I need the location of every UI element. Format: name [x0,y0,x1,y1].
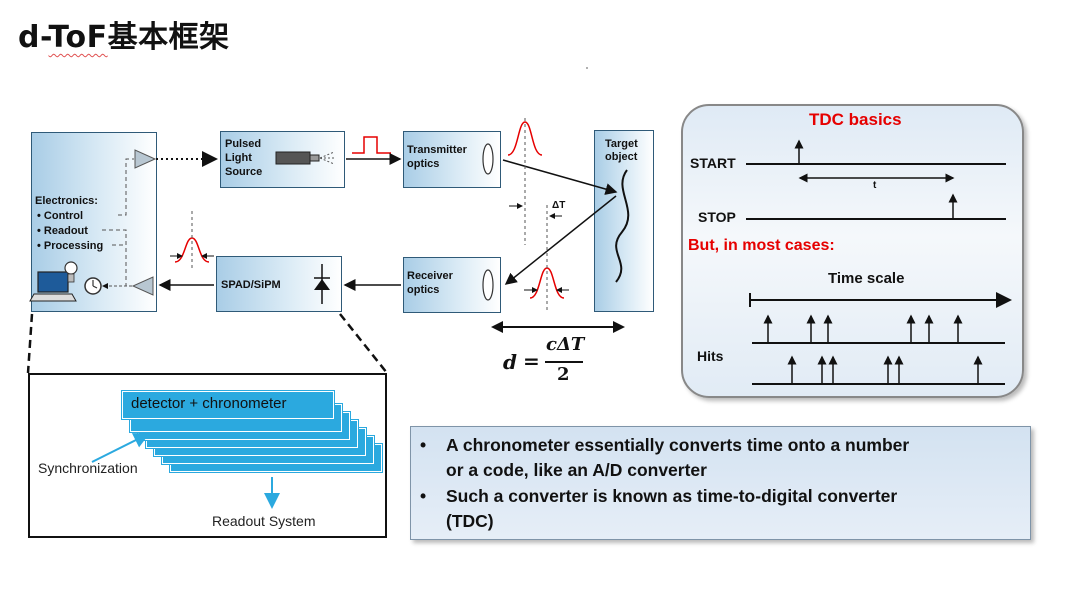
target-line2: object [605,151,638,163]
title-prefix: d- [18,20,49,55]
tdc-title: TDC basics [809,110,902,129]
tdc-t-label: t [873,180,877,191]
transmitter-lens-icon [482,143,494,175]
formula-denominator: 2 [557,364,570,385]
clock-icon [84,277,102,295]
photodiode-icon [314,264,330,304]
electronics-item-label: Processing [43,240,104,252]
page-title: d-ToF基本框架 [18,12,230,56]
bullet-2-marker: • [420,486,427,506]
outgoing-beam-arrow [502,159,618,195]
receiver-line2: optics [407,284,440,296]
bullet-2-line1: Such a converter is known as time-to-dig… [446,486,898,506]
synchronization-arrow-icon [91,433,150,463]
explanation-box [410,426,1031,540]
electronics-item-label: Control [43,210,84,222]
bullet-2-line2: (TDC) [446,511,494,531]
tdc-stop-label: STOP [698,209,736,225]
target-line1: Target [605,138,638,150]
formula-fraction-bar [545,361,583,363]
bullet-1-line1: A chronometer essentially converts time … [446,435,910,455]
electronics-item-label: Readout [43,225,88,237]
transmit-buffer-icon [134,149,157,169]
receiver-lens-icon [482,269,494,301]
light-bulb-icon [64,261,78,283]
readout-dashed-line [102,229,132,287]
distance-formula: d = cΔT 2 [503,334,593,388]
laptop-icon [29,271,77,302]
electronics-item-readout: • Readout [37,225,88,237]
control-dashed-line [118,158,134,216]
hits-row-2-arrows [787,355,983,384]
square-pulse-icon [352,136,391,154]
synchronization-label: Synchronization [38,460,138,476]
formula-lhs: d [503,350,517,374]
delta-t-label: ΔT [552,200,566,211]
pulsed-source-line1: Pulsed [225,138,262,150]
hits-row-1-arrows [763,314,963,343]
pulsed-source-line3: Source [225,166,263,178]
transmitter-line2: optics [407,158,440,170]
formula-eq: = [523,349,540,373]
tdc-but-text: But, in most cases: [688,237,835,254]
bullet-1-line2: or a code, like an A/D converter [446,460,707,480]
target-surface-curve [615,169,630,283]
formula-numerator: cΔT [546,334,585,355]
stack-layer-front [122,391,334,419]
target-object-box [594,130,654,312]
laser-emitter-icon [275,151,336,165]
stray-dot [586,67,588,69]
electronics-heading: Electronics: [35,195,98,207]
detector-chronometer-label: detector + chronometer [131,395,287,412]
receive-buffer-icon [131,276,154,296]
readout-system-label: Readout System [212,513,316,529]
electronics-item-control: • Control [37,210,84,222]
receiver-line1: Receiver [407,270,453,282]
title-tof: ToF [48,20,108,55]
tdc-basics-panel [681,104,1024,398]
tdc-time-scale-label: Time scale [828,270,905,287]
transmitter-line1: Transmitter [407,144,467,156]
outgoing-gaussian-pulse [507,121,543,156]
spad-label: SPAD/SiPM [221,279,281,291]
return-beam-arrow [504,195,617,285]
electronics-item-processing: • Processing [37,240,104,252]
tdc-start-label: START [690,155,736,171]
zoom-line-left [26,313,34,374]
title-suffix: 基本框架 [107,20,230,55]
pulsed-source-line2: Light [225,152,252,164]
bullet-1-marker: • [420,435,427,455]
tdc-hits-label: Hits [697,348,724,364]
